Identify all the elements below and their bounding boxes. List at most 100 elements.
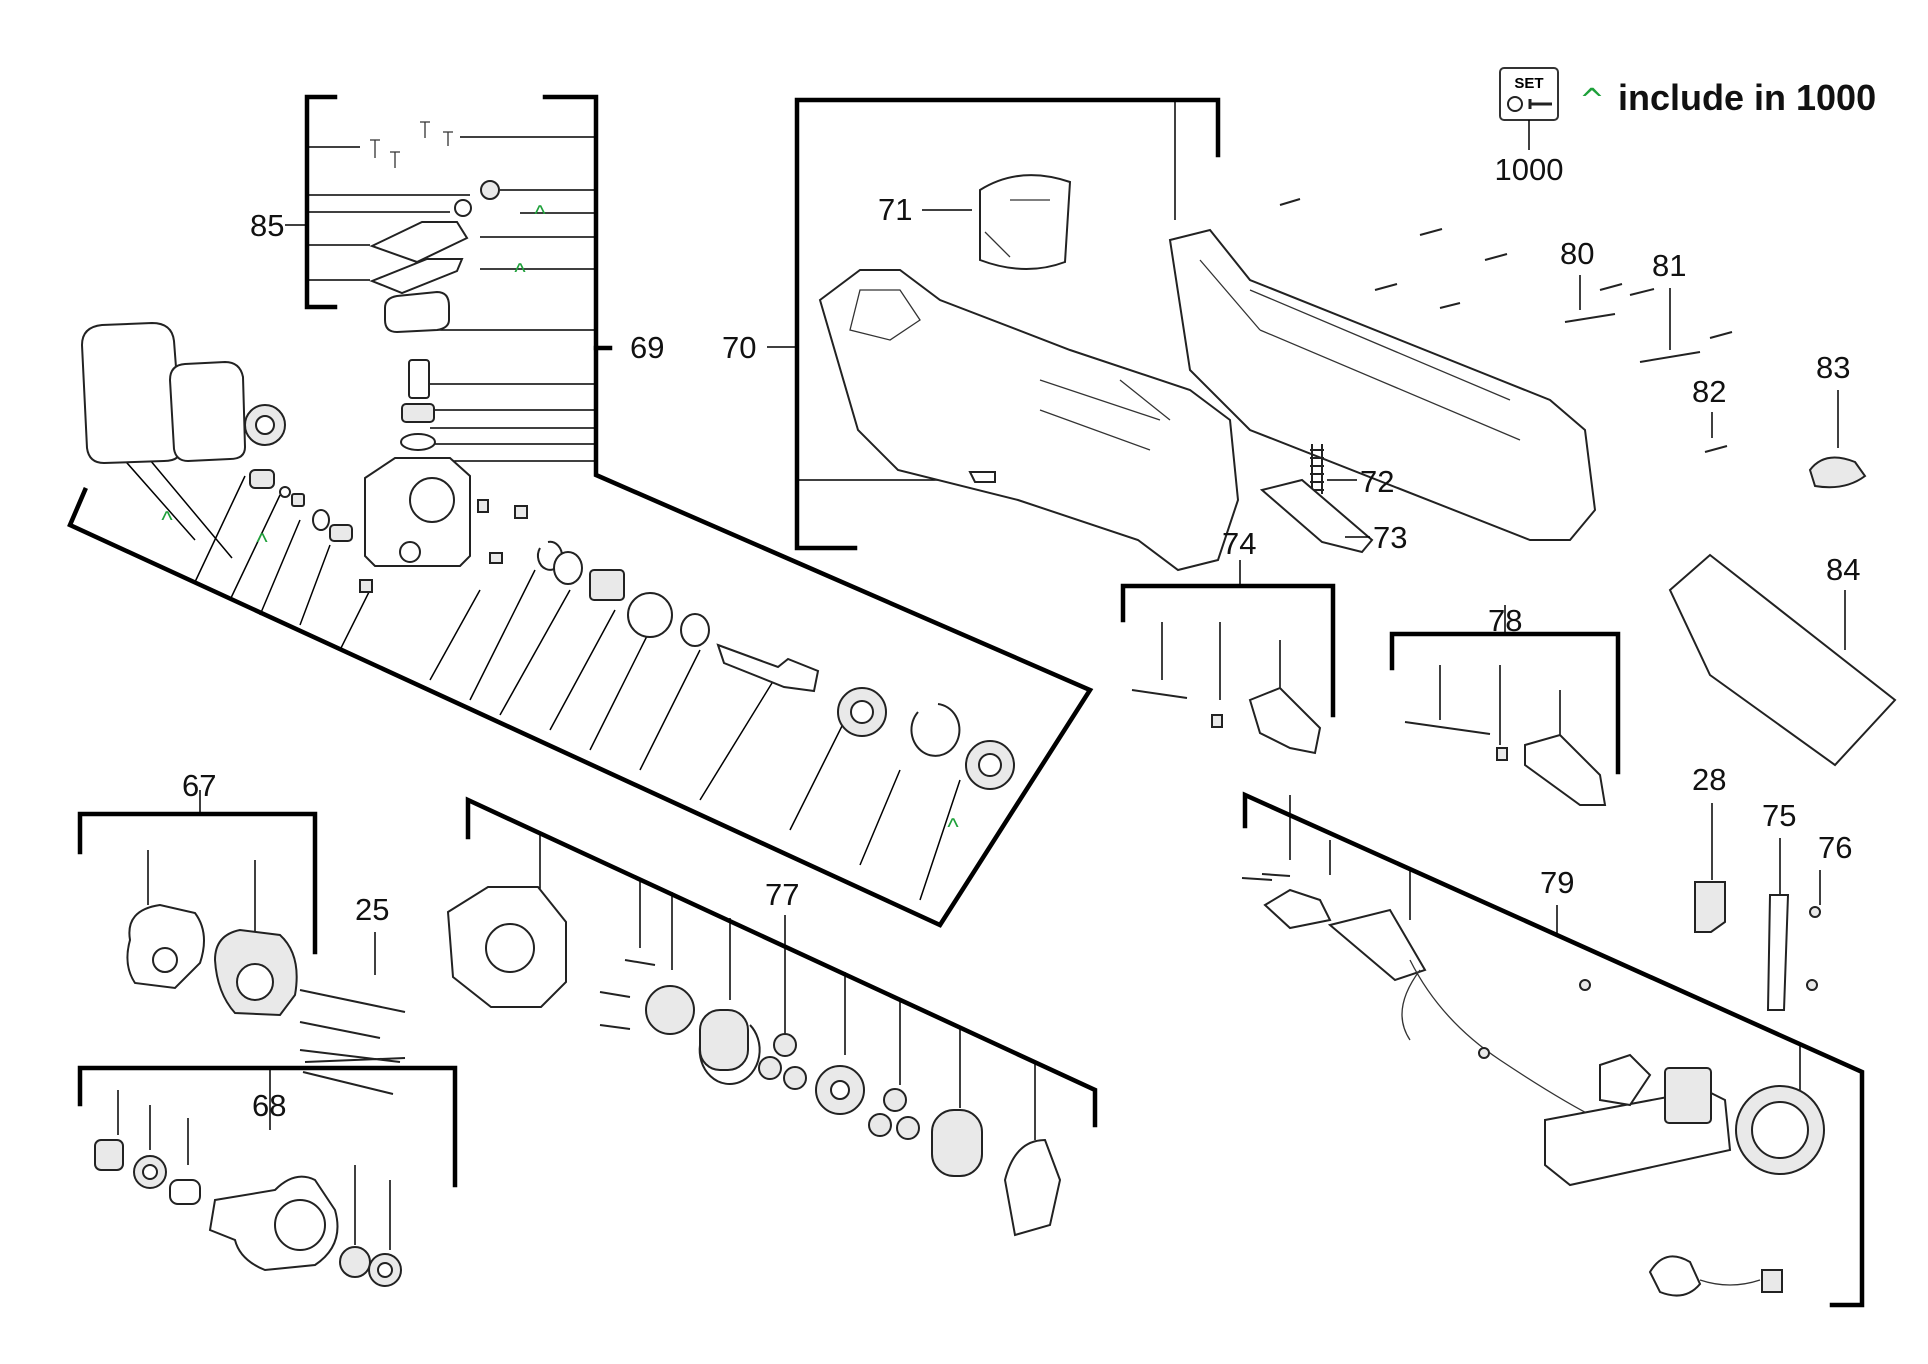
plug-icon <box>1761 1269 1783 1293</box>
pin-icon <box>1241 873 1291 881</box>
caret-69b: ^ <box>256 529 268 556</box>
assembly-70: 70 <box>722 97 1733 572</box>
screw-icon <box>1809 906 1821 918</box>
assembly-85-bracket: 85 69 ^ ^ <box>250 94 664 462</box>
screw-icon <box>1806 979 1818 991</box>
gasket-icon <box>369 258 464 295</box>
screw-icon <box>1279 198 1733 453</box>
gasket-icon <box>168 360 247 463</box>
set-badge-text: SET <box>1514 75 1543 92</box>
stator-housing-bore <box>236 963 274 1001</box>
part-71: 71 <box>878 174 1072 270</box>
caret-85a: ^ <box>534 201 546 228</box>
label-67: 67 <box>182 768 216 803</box>
cover-icon <box>1694 881 1726 933</box>
carrier-hub <box>830 1080 850 1100</box>
knob-icon <box>480 180 500 200</box>
label-71: 71 <box>878 192 912 227</box>
bearing-inner <box>255 415 275 435</box>
switch-lever-icon <box>1259 478 1374 554</box>
label-77: 77 <box>765 877 799 912</box>
clip-icon <box>968 471 996 483</box>
stator-ring-inner <box>1751 1101 1809 1159</box>
label-83: 83 <box>1816 350 1850 385</box>
ring-gear-icon <box>931 1109 983 1177</box>
bearing-inner <box>377 1262 393 1278</box>
spindle-icon <box>716 643 820 693</box>
set-number: 1000 <box>1495 152 1564 187</box>
bushing-icon <box>291 493 305 507</box>
washer-icon <box>312 509 330 531</box>
screw-icon <box>477 499 489 513</box>
washer-icon <box>279 486 291 498</box>
ring-gear-body <box>699 1009 749 1071</box>
assembly-69-leaders: ^ ^ ^ <box>119 454 961 901</box>
label-81: 81 <box>1652 248 1686 283</box>
sleeve-icon <box>627 592 673 638</box>
label-74: 74 <box>1222 526 1256 561</box>
spacer-icon <box>169 1179 201 1205</box>
housing-port <box>399 541 421 563</box>
caret-85b: ^ <box>514 259 526 286</box>
parts-80-84: 80 81 82 83 84 <box>1560 236 1897 767</box>
screw-icon <box>1496 747 1508 761</box>
bracket-icon <box>1263 888 1332 930</box>
pin-icon <box>1404 721 1491 735</box>
planet-gear-icon <box>883 1088 907 1112</box>
washer-icon <box>1507 96 1523 112</box>
screw-icon <box>1579 979 1591 991</box>
wire-harness <box>1409 959 1601 1121</box>
washer-icon <box>553 551 583 585</box>
screw-icon <box>359 579 373 593</box>
strap-icon <box>1766 894 1790 1011</box>
spring-icon <box>1310 444 1324 494</box>
assembly-79: 79 28 75 76 <box>1241 762 1865 1308</box>
bushing-icon <box>384 290 450 334</box>
bracket-icon <box>1599 1053 1652 1107</box>
caret-69c: ^ <box>947 814 959 841</box>
planet-gear-icon <box>896 1116 920 1140</box>
planet-gear-icon <box>868 1113 892 1137</box>
screw-icon <box>489 552 503 564</box>
retaining-ring-icon <box>910 703 961 757</box>
wire-harness-2 <box>1401 969 1421 1041</box>
label-85: 85 <box>250 208 284 243</box>
screw-icon <box>514 505 528 519</box>
legend-caret: ^ <box>1579 83 1604 118</box>
caret-69a: ^ <box>161 507 173 534</box>
assembly-69-bracket <box>67 345 1094 928</box>
housing-half-icon <box>818 269 1240 572</box>
assembly-77: 77 <box>446 796 1098 1237</box>
cover-plate-icon <box>369 221 469 264</box>
assembly-69-parts <box>80 321 1015 790</box>
label-plate-icon <box>1668 553 1897 767</box>
label-73: 73 <box>1373 520 1407 555</box>
assembly-78: 78 <box>1389 603 1621 806</box>
screw-icon <box>370 121 453 168</box>
label-72: 72 <box>1360 464 1394 499</box>
label-76: 76 <box>1818 830 1852 865</box>
label-28: 28 <box>1692 762 1726 797</box>
o-ring-icon <box>400 433 436 451</box>
label-75: 75 <box>1762 798 1796 833</box>
screw-icon <box>1478 1047 1490 1059</box>
assembly-67: 67 25 <box>77 768 406 1095</box>
assembly-74: 74 <box>1120 526 1336 755</box>
label-25: 25 <box>355 892 389 927</box>
planet-gear-icon <box>783 1066 807 1090</box>
label-68: 68 <box>252 1088 286 1123</box>
carrier-icon <box>645 985 695 1035</box>
needle-bearing-icon <box>589 569 625 601</box>
pinion-gear-icon <box>94 1139 124 1171</box>
bushing-icon <box>249 469 275 489</box>
trigger-lock-icon <box>1248 686 1322 755</box>
button-icon <box>1808 456 1867 489</box>
boot-icon <box>979 174 1072 270</box>
label-79: 79 <box>1540 865 1574 900</box>
connector-icon <box>1648 1255 1702 1297</box>
mount-icon <box>1327 908 1427 982</box>
label-70: 70 <box>722 330 756 365</box>
end-cap-icon <box>126 903 205 990</box>
bearing-inner <box>142 1164 158 1180</box>
